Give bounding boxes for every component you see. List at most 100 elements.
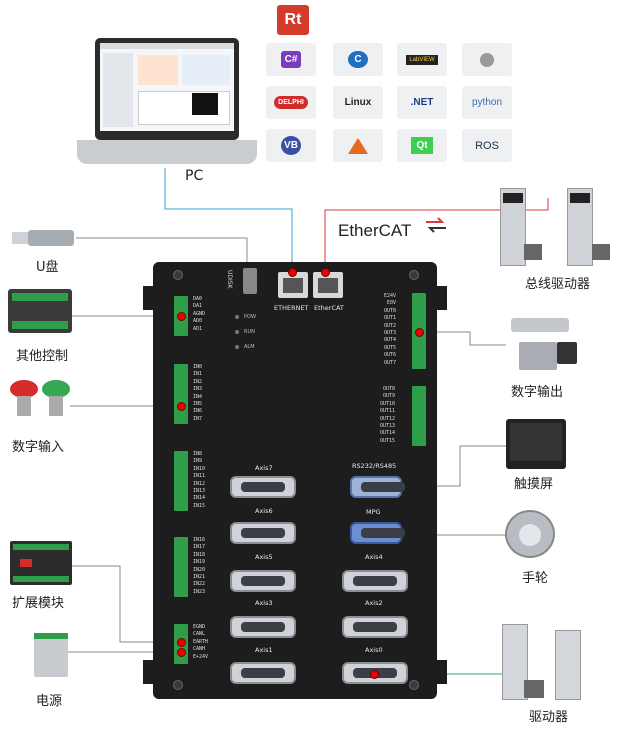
axis7-connector[interactable] <box>230 476 296 498</box>
dotnet-tile: .NET <box>397 86 447 119</box>
axis4-connector[interactable] <box>342 570 408 592</box>
labview-icon: LabVIEW <box>406 54 438 65</box>
matlab-icon <box>348 137 368 154</box>
power-supply-label: 电源 <box>36 694 63 709</box>
python-icon: python <box>471 97 503 108</box>
mount-tab-left-top <box>143 286 155 310</box>
delphi-icon: DELPHI <box>274 96 308 109</box>
labview-tile: LabVIEW <box>397 43 447 76</box>
axis0-label: Axis0 <box>365 646 383 654</box>
mount-tab-right-bottom <box>435 660 447 684</box>
vb-icon: VB <box>281 136 301 155</box>
output-connection-dot <box>415 328 424 337</box>
rs232-rs485-label: RS232/RS485 <box>352 462 397 470</box>
digital-output-label: 数字输出 <box>511 385 564 400</box>
axis5-label: Axis5 <box>255 553 273 561</box>
bus-drive-image-1 <box>500 188 526 266</box>
servo-drive-image-1 <box>502 624 528 700</box>
linux-tile: Linux <box>333 86 383 119</box>
axis3-label: Axis3 <box>255 599 273 607</box>
csharp-icon: C# <box>280 51 302 68</box>
mpg-connector[interactable] <box>350 522 405 544</box>
expansion-module-label: 扩展模块 <box>12 596 65 611</box>
axis5-connector[interactable] <box>230 570 296 592</box>
laptop <box>77 38 257 166</box>
ros-tile: ROS <box>462 129 512 162</box>
bus-drive-label: 总线驱动器 <box>525 277 591 292</box>
input-terminal-c-labels: IN16 IN17 IN18 IN19 IN20 IN21 IN22 IN23 <box>193 537 206 595</box>
input-terminal-b-labels: IN8 IN9 IN10 IN11 IN12 IN13 IN14 IN15 <box>193 451 206 509</box>
axis7-label: Axis7 <box>255 464 273 472</box>
python-tile: python <box>462 86 512 119</box>
axis6-label: Axis6 <box>255 507 273 515</box>
run-led <box>235 330 239 334</box>
touch-screen-label: 触摸屏 <box>514 477 554 492</box>
analog-terminal-labels: DA0 DA1 AGND AD0 AD1 <box>193 296 206 332</box>
screw-icon <box>173 680 183 690</box>
other-control-label: 其他控制 <box>16 349 69 364</box>
screw-icon <box>173 270 183 280</box>
handwheel-label: 手轮 <box>522 571 549 586</box>
rt-logo: Rt <box>277 5 309 35</box>
axis3-connector[interactable] <box>230 616 296 638</box>
alm-led <box>235 345 239 349</box>
expansion-module-image <box>10 541 72 585</box>
motor-image-2 <box>592 244 610 260</box>
pow-led <box>235 315 239 319</box>
axis4-label: Axis4 <box>365 553 383 561</box>
c-icon: C <box>348 51 368 68</box>
pow-led-label: POW <box>244 314 256 320</box>
ethercat-port[interactable] <box>313 272 343 298</box>
input-terminal-a <box>174 364 188 424</box>
linux-icon: Linux <box>344 97 372 108</box>
input-connection-dot <box>177 402 186 411</box>
servo-motor-image <box>524 680 544 698</box>
axis2-label: Axis2 <box>365 599 383 607</box>
ethercat-logo: EtherCAT <box>338 221 411 241</box>
touch-screen-image <box>506 419 566 469</box>
push-buttons-image <box>10 380 70 420</box>
dotnet-icon: .NET <box>410 97 434 108</box>
ethernet-port-label: ETHERNET <box>274 304 309 312</box>
digital-output-image <box>505 318 581 376</box>
digital-input-label: 数字输入 <box>12 440 65 455</box>
axis1-label: Axis1 <box>255 646 273 654</box>
apple-icon <box>480 52 494 67</box>
power-terminal-labels: EGND CANL EARTH CANH E+24V <box>193 624 209 660</box>
ros-icon: ROS <box>475 139 499 152</box>
ethercat-indicator-dot <box>321 268 330 277</box>
input-terminal-c <box>174 537 188 597</box>
laptop-screen <box>95 38 239 140</box>
qt-tile: Qt <box>397 129 447 162</box>
mpg-label: MPG <box>366 508 381 516</box>
csharp-tile: C# <box>266 43 316 76</box>
udisk-port[interactable] <box>243 268 257 294</box>
run-led-label: RUN <box>244 329 255 335</box>
axis6-connector[interactable] <box>230 522 296 544</box>
pc-label: PC <box>185 168 204 184</box>
ethercat-logo-text: EtherCAT <box>338 221 412 240</box>
vb-tile: VB <box>266 129 316 162</box>
alm-led-label: ALM <box>244 344 255 350</box>
laptop-base <box>77 140 257 164</box>
rs232-rs485-connector[interactable] <box>350 476 405 498</box>
mount-tab-left-bottom <box>143 660 155 684</box>
input-terminal-b <box>174 451 188 511</box>
axis0-connection-dot <box>370 670 379 679</box>
expansion-connection-dot <box>177 638 186 647</box>
udisk-label: UDISK <box>226 270 233 289</box>
output-terminal-a-labels: E24V E0V OUT0 OUT1 OUT2 OUT3 OUT4 OUT5 O… <box>384 293 397 366</box>
bus-drive-image-2 <box>567 188 593 266</box>
apple-tile <box>462 43 512 76</box>
delphi-tile: DELPHI <box>266 86 316 119</box>
motor-image-1 <box>524 244 542 260</box>
other-controller-image <box>8 289 72 333</box>
axis2-connector[interactable] <box>342 616 408 638</box>
servo-drive-label: 驱动器 <box>529 710 569 725</box>
rt-logo-text: Rt <box>284 11 302 28</box>
axis1-connector[interactable] <box>230 662 296 684</box>
servo-drive-image-2 <box>555 630 581 700</box>
screw-icon <box>409 270 419 280</box>
matlab-tile <box>333 129 383 162</box>
usb-disk-label: U盘 <box>36 260 59 275</box>
